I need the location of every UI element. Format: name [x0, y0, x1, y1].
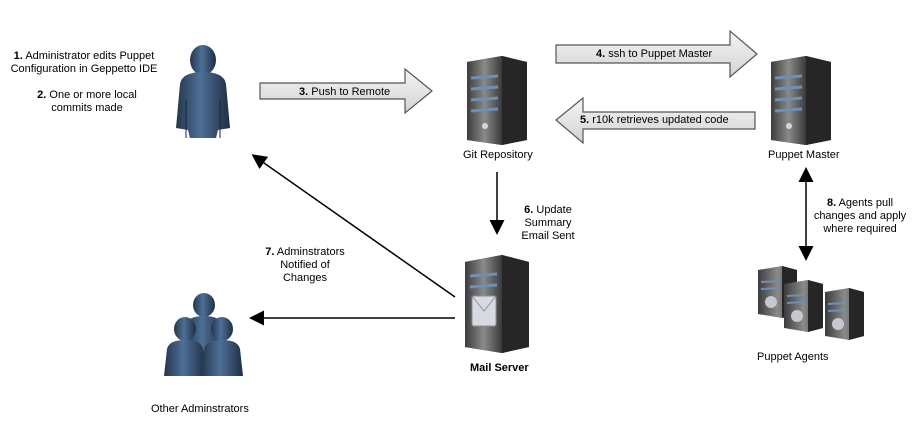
- step1-label: 1. Administrator edits Puppet Configurat…: [10, 50, 158, 75]
- r10k-block-arrow: [555, 96, 756, 145]
- step2-label: 2. One or more local commits made: [37, 89, 137, 114]
- step6-label: 6. Update Summary Email Sent: [521, 204, 575, 242]
- other-administrators-label: Other Adminstrators: [151, 403, 249, 415]
- mail-to-admin-arrow: [251, 154, 456, 298]
- push-to-remote-block-arrow: [259, 67, 433, 115]
- step8-label: 8. Agents pull changes and apply where r…: [813, 197, 907, 235]
- mail-server-label: Mail Server: [470, 362, 529, 374]
- step7-label: 7. Adminstrators Notified of Changes: [265, 246, 345, 284]
- mail-server-icon: [465, 255, 529, 353]
- other-administrators-group-icon: [164, 293, 243, 376]
- git-repository-label: Git Repository: [463, 149, 533, 161]
- puppet-master-server-icon: [771, 56, 831, 145]
- step4-label: 4. ssh to Puppet Master: [596, 48, 713, 60]
- puppet-agents-label: Puppet Agents: [757, 351, 829, 363]
- administrator-person-icon: [176, 45, 230, 138]
- puppet-agents-server-icon: [758, 266, 864, 340]
- step5-label: 5. r10k retrieves updated code: [580, 114, 729, 126]
- puppet-master-label: Puppet Master: [768, 149, 840, 161]
- git-repository-server-icon: [467, 56, 527, 145]
- step3-label: 3. Push to Remote: [299, 86, 391, 98]
- ssh-block-arrow: [555, 29, 758, 79]
